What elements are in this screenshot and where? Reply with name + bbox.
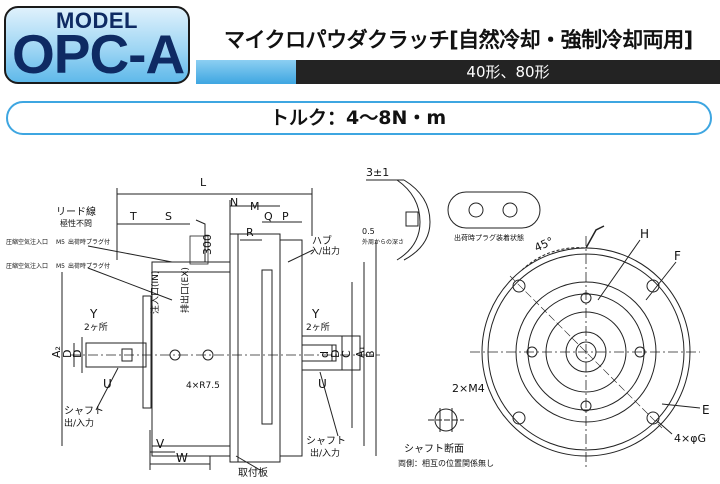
lead-length: 300 bbox=[201, 234, 214, 255]
left-u: U bbox=[103, 377, 112, 391]
dim-l: L bbox=[200, 176, 207, 189]
inlet-note-1: 圧縮空気注入口 bbox=[6, 238, 48, 246]
model-badge bbox=[4, 6, 190, 84]
right-a1: A₁ bbox=[354, 346, 367, 358]
section-label: 2×M4 bbox=[452, 382, 485, 395]
dim-w: W bbox=[176, 451, 188, 465]
dim-r: R bbox=[246, 226, 254, 239]
inlet-spec-2: M5 bbox=[56, 263, 65, 270]
depth-note: 外周からの深さ bbox=[362, 238, 404, 246]
right-d: d bbox=[318, 351, 331, 358]
plug-detail bbox=[447, 191, 541, 229]
section-note: 両側：相互の位置関係無し bbox=[398, 458, 494, 468]
right-d2: D bbox=[329, 350, 342, 358]
inlet-spec-1: M5 bbox=[56, 239, 65, 246]
mount-plate-label: 取付板 bbox=[238, 466, 268, 479]
plug-note: 出荷時プラグ装着状態 bbox=[454, 233, 524, 242]
depth-value: 0.5 bbox=[362, 227, 375, 236]
port-ex: 排出口(EX) bbox=[179, 267, 191, 313]
right-u: U bbox=[318, 377, 327, 391]
radius-label: 4×R7.5 bbox=[186, 381, 220, 391]
holes-label: 4×φG bbox=[674, 432, 706, 445]
left-y: Y bbox=[89, 307, 98, 321]
detail-arc bbox=[403, 179, 431, 261]
port-in: 注入口(IN) bbox=[149, 271, 161, 314]
hub-io: 入/出力 bbox=[310, 245, 340, 257]
shaft-left-io: 出/入力 bbox=[64, 417, 94, 429]
label-h: H bbox=[640, 227, 649, 241]
dim-31: 3±1 bbox=[366, 166, 389, 179]
size-band: 40形、80形 bbox=[296, 60, 720, 84]
label-e: E bbox=[702, 403, 710, 417]
dim-n: N bbox=[230, 196, 238, 209]
section-title: シャフト断面 bbox=[404, 442, 464, 455]
left-a2: A₂ bbox=[50, 346, 63, 358]
torque-box bbox=[6, 101, 712, 135]
right-c: C bbox=[340, 350, 353, 358]
inlet-note-2: 圧縮空気注入口 bbox=[6, 262, 48, 270]
inlet-plug-2: 出荷時プラグ付 bbox=[68, 262, 110, 270]
inlet-plug-1: 出荷時プラグ付 bbox=[68, 238, 110, 246]
dim-s: S bbox=[165, 210, 172, 223]
lead-wire-note: 極性不問 bbox=[60, 218, 92, 228]
hub-flange bbox=[279, 239, 303, 457]
model-name: OPC-A bbox=[12, 23, 185, 85]
product-title: マイクロパウダクラッチ[自然冷却・強制冷却両用] bbox=[224, 28, 693, 52]
left-d1: D bbox=[61, 350, 74, 358]
dim-v: V bbox=[156, 437, 165, 451]
lead-wire-label: リード線 bbox=[56, 205, 96, 218]
torque-text: トルク：4〜8N・m bbox=[270, 107, 447, 129]
shaft-right-io: 出/入力 bbox=[310, 447, 340, 459]
dim-p: P bbox=[282, 210, 289, 223]
right-y: Y bbox=[311, 307, 320, 321]
shaft-right-label: シャフト bbox=[306, 436, 346, 447]
dim-q: Q bbox=[264, 210, 273, 223]
label-f: F bbox=[674, 249, 681, 263]
right-b: B bbox=[364, 350, 377, 358]
dim-m: M bbox=[250, 200, 260, 213]
side-body-left bbox=[151, 261, 231, 457]
model-label: MODEL bbox=[56, 8, 138, 33]
left-d2: D bbox=[71, 350, 84, 358]
left-two: 2ヶ所 bbox=[84, 322, 108, 333]
hub-label: ハブ bbox=[312, 234, 332, 247]
shaft-left-label: シャフト bbox=[64, 406, 104, 417]
right-two: 2ヶ所 bbox=[306, 322, 330, 333]
mount-plate-shape bbox=[142, 295, 152, 409]
dim-t: T bbox=[129, 210, 137, 223]
